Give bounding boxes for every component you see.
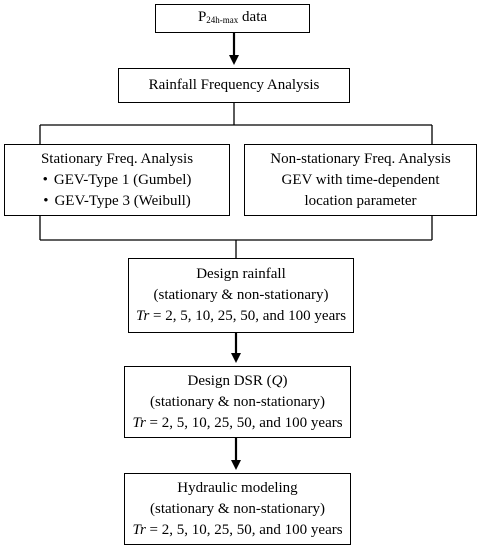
design-dsr-subtitle: (stationary & non-stationary)	[150, 393, 325, 410]
hydraulic-modeling-box: Hydraulic modeling (stationary & non-sta…	[124, 473, 351, 545]
design-rainfall-subtitle: (stationary & non-stationary)	[153, 287, 329, 303]
design-dsr-title: Design DSR (Q)	[187, 371, 287, 392]
nonstationary-line-1: Non-stationary Freq. Analysis	[270, 150, 451, 167]
rainfall-frequency-analysis-box: Rainfall Frequency Analysis	[118, 68, 350, 103]
rfa-label: Rainfall Frequency Analysis	[148, 77, 320, 93]
hydraulic-title: Hydraulic modeling	[177, 479, 298, 496]
dsr-title-pre: Design DSR (	[187, 372, 272, 389]
hydraulic-return-periods: Tr = 2, 5, 10, 25, 50, and 100 years	[132, 520, 342, 541]
tr-values: = 2, 5, 10, 25, 50, and 100 years	[149, 308, 347, 324]
design-dsr-box: Design DSR (Q) (stationary & non-station…	[124, 366, 351, 438]
stationary-method-item: GEV-Type 3 (Weibull)	[43, 191, 192, 212]
stationary-analysis-box: Stationary Freq. Analysis GEV-Type 1 (Gu…	[4, 144, 230, 216]
input-data-box: P24h-max data	[155, 4, 310, 33]
tr-symbol: Tr	[132, 521, 146, 538]
stationary-method-list: GEV-Type 1 (Gumbel) GEV-Type 3 (Weibull)	[43, 170, 192, 212]
design-rainfall-box: Design rainfall (stationary & non-statio…	[128, 258, 354, 333]
dsr-q-symbol: Q	[271, 372, 283, 389]
tr-values: = 2, 5, 10, 25, 50, and 100 years	[145, 414, 343, 431]
stationary-method-item: GEV-Type 1 (Gumbel)	[43, 170, 192, 191]
nonstationary-analysis-box: Non-stationary Freq. Analysis GEV with t…	[244, 144, 477, 216]
design-rainfall-title: Design rainfall	[196, 266, 286, 282]
tr-symbol: Tr	[135, 308, 150, 324]
nonstationary-line-3: location parameter	[304, 192, 417, 209]
stationary-title: Stationary Freq. Analysis	[40, 150, 194, 167]
dsr-title-post: )	[282, 372, 288, 389]
input-label-rest: data	[238, 8, 268, 25]
input-label-main: P	[197, 8, 207, 25]
tr-symbol: Tr	[132, 414, 146, 431]
tr-values: = 2, 5, 10, 25, 50, and 100 years	[145, 521, 343, 538]
input-label-subscript: 24h-max	[206, 14, 239, 25]
nonstationary-line-2: GEV with time-dependent	[281, 171, 440, 188]
design-rainfall-return-periods: Tr = 2, 5, 10, 25, 50, and 100 years	[136, 306, 346, 327]
hydraulic-subtitle: (stationary & non-stationary)	[150, 500, 325, 517]
design-dsr-return-periods: Tr = 2, 5, 10, 25, 50, and 100 years	[132, 413, 342, 434]
